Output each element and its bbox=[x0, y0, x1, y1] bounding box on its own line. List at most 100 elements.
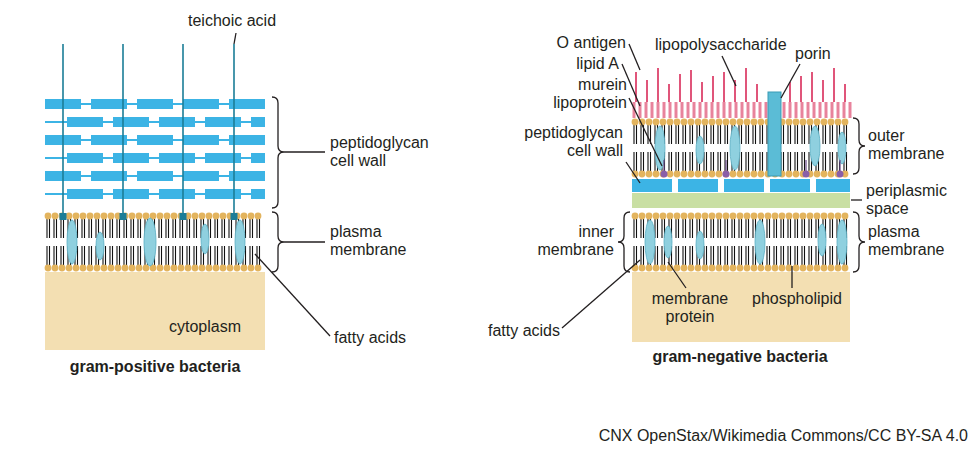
lipid-tail bbox=[808, 124, 809, 144]
peptidoglycan-block bbox=[91, 135, 127, 145]
o-antigen-chain bbox=[690, 70, 692, 102]
lipid-tail bbox=[727, 152, 728, 172]
lipid-a bbox=[801, 102, 804, 118]
lipid-head bbox=[758, 119, 765, 126]
lipid-head bbox=[639, 265, 646, 272]
teichoic-acid-chain bbox=[62, 44, 64, 216]
lipid-tail bbox=[801, 124, 802, 144]
lipid-tail bbox=[717, 124, 718, 144]
o-antigen-chain bbox=[723, 72, 725, 102]
lipid-head bbox=[59, 265, 66, 272]
lipid-tail bbox=[731, 246, 732, 266]
part-label: fatty acids bbox=[488, 322, 560, 340]
lipid-tail bbox=[710, 124, 711, 144]
lipoprotein-link bbox=[725, 160, 726, 172]
lipid-tail bbox=[140, 218, 141, 238]
lipid-tail bbox=[773, 246, 774, 266]
lipid-tail bbox=[161, 218, 162, 238]
lipid-tail bbox=[787, 152, 788, 172]
lipid-head bbox=[101, 265, 108, 272]
lipid-head bbox=[632, 119, 639, 126]
lipid-head bbox=[164, 265, 171, 272]
lipid-tail bbox=[633, 152, 634, 172]
lipid-tail bbox=[60, 218, 61, 238]
leader-line bbox=[234, 33, 236, 44]
lipid-tail bbox=[794, 218, 795, 238]
lipid-head bbox=[199, 213, 206, 220]
lipid-tail bbox=[217, 246, 218, 266]
lipid-tail bbox=[685, 152, 686, 172]
lipid-tail bbox=[773, 218, 774, 238]
lipid-head bbox=[115, 265, 122, 272]
lipid-tail bbox=[703, 124, 704, 144]
lipid-tail bbox=[661, 246, 662, 266]
lipid-tail bbox=[689, 246, 690, 266]
lipid-tail bbox=[643, 152, 644, 172]
lipid-tail bbox=[668, 152, 669, 172]
lipid-tail bbox=[228, 218, 229, 238]
membrane-protein bbox=[696, 231, 704, 259]
part-label: outer membrane bbox=[868, 127, 958, 164]
lipid-tail bbox=[776, 218, 777, 238]
periplasmic-band bbox=[632, 193, 850, 208]
lipid-tail bbox=[182, 218, 183, 238]
lipid-head bbox=[45, 213, 52, 220]
lipid-head bbox=[835, 265, 842, 272]
lipid-tail bbox=[815, 218, 816, 238]
lipid-tail bbox=[95, 218, 96, 238]
part-label: O antigen bbox=[557, 34, 626, 52]
lipid-tail bbox=[168, 246, 169, 266]
lipoprotein-link bbox=[805, 160, 806, 172]
lipid-tail bbox=[829, 152, 830, 172]
lipid-head bbox=[814, 119, 821, 126]
lipid-head bbox=[73, 265, 80, 272]
lipid-head bbox=[681, 213, 688, 220]
diagram-caption: gram-positive bacteria bbox=[35, 358, 275, 376]
lipid-tail bbox=[717, 218, 718, 238]
lipid-head bbox=[716, 119, 723, 126]
lipid-head bbox=[744, 213, 751, 220]
lipid-tail bbox=[794, 152, 795, 172]
lipid-head bbox=[94, 213, 101, 220]
lipid-head bbox=[814, 171, 821, 178]
lipid-tail bbox=[123, 246, 124, 266]
lipid-tail bbox=[748, 218, 749, 238]
lipid-tail bbox=[224, 246, 225, 266]
lipid-head bbox=[255, 213, 262, 220]
lipid-tail bbox=[46, 218, 47, 238]
lipid-head bbox=[779, 213, 786, 220]
lipid-tail bbox=[692, 246, 693, 266]
peptidoglycan-block bbox=[251, 189, 265, 199]
lipid-head bbox=[709, 171, 716, 178]
lipid-a bbox=[669, 102, 672, 118]
lipid-head bbox=[206, 213, 213, 220]
peptidoglycan-block bbox=[183, 171, 219, 181]
lipid-head bbox=[653, 265, 660, 272]
part-label: membrane protein bbox=[640, 290, 740, 327]
lipid-tail bbox=[84, 246, 85, 266]
lipid-tail bbox=[643, 218, 644, 238]
lipid-tail bbox=[713, 152, 714, 172]
credit-line: CNX OpenStax/Wikimedia Commons/CC BY-SA … bbox=[599, 427, 968, 445]
lipid-tail bbox=[710, 246, 711, 266]
lipid-tail bbox=[231, 246, 232, 266]
lipid-head bbox=[66, 213, 73, 220]
leader-line bbox=[781, 64, 800, 98]
lipid-head bbox=[80, 265, 87, 272]
lipid-tail bbox=[165, 246, 166, 266]
lipid-tail bbox=[228, 246, 229, 266]
lipid-tail bbox=[720, 246, 721, 266]
lipid-tail bbox=[790, 246, 791, 266]
lipid-tail bbox=[53, 246, 54, 266]
lipid-tail bbox=[49, 218, 50, 238]
lipid-head bbox=[716, 171, 723, 178]
lipid-head bbox=[653, 171, 660, 178]
lipid-a bbox=[699, 102, 702, 118]
leader-line bbox=[629, 98, 662, 166]
lipid-head bbox=[751, 265, 758, 272]
lipid-tail bbox=[836, 152, 837, 172]
lipid-tail bbox=[88, 246, 89, 266]
lipid-head bbox=[660, 265, 667, 272]
lipid-head bbox=[828, 171, 835, 178]
lipid-tail bbox=[175, 246, 176, 266]
